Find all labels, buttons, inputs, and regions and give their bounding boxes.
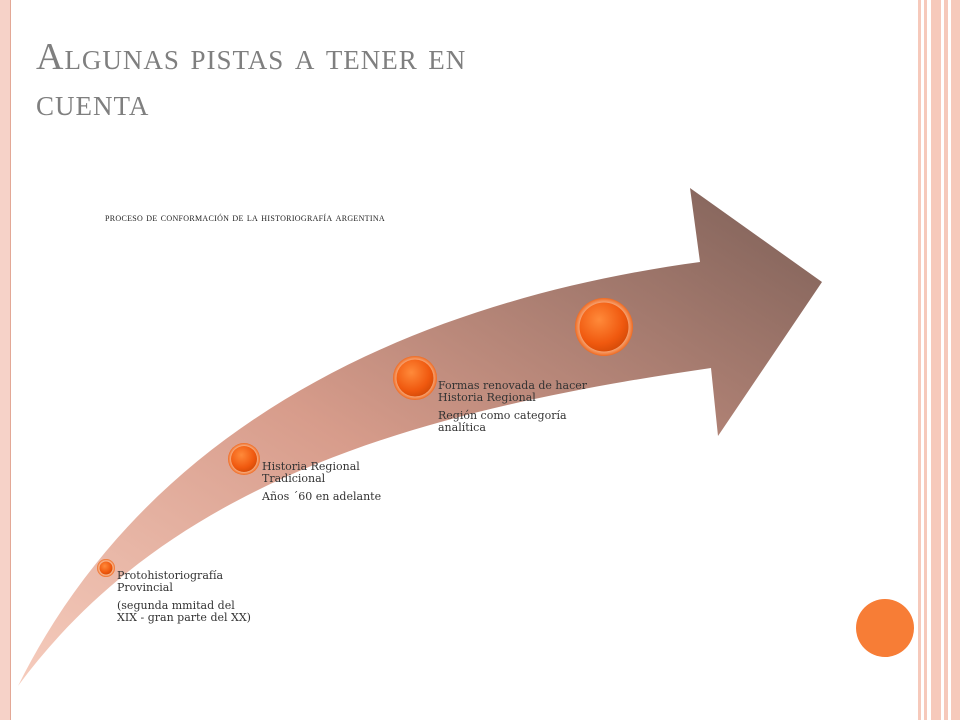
decorative-circle <box>856 599 914 657</box>
timeline-node-3 <box>393 356 437 400</box>
node-label: Formas renovada de hacer Historia Region… <box>438 379 588 404</box>
left-frame-bar <box>0 0 11 720</box>
slide-title: Algunas pistas a tener en cuenta <box>36 36 467 124</box>
node-label: Protohistoriografía Provincial <box>117 569 224 594</box>
node-detail: Años ´60 en adelante <box>262 490 382 503</box>
node-text-1: Protohistoriografía Provincial (segunda … <box>117 570 257 624</box>
timeline-node-1 <box>97 559 115 577</box>
process-label: proceso de conformación de la historiogr… <box>105 212 385 224</box>
node-label: Historia Regional Tradicional <box>262 460 360 485</box>
timeline-node-4 <box>575 298 633 356</box>
node-text-2: Historia Regional Tradicional Años ´60 e… <box>262 461 412 503</box>
node-detail: Región como categoría analítica <box>438 409 567 434</box>
node-detail: (segunda mmitad del XIX - gran parte del… <box>117 599 251 624</box>
timeline-node-2 <box>228 443 260 475</box>
node-text-3: Formas renovada de hacer Historia Region… <box>438 380 593 434</box>
right-frame-bars <box>918 0 960 720</box>
